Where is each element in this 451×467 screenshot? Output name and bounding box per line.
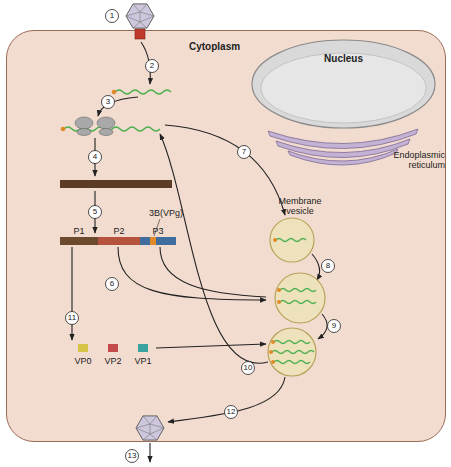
arrow xyxy=(71,247,72,340)
callout-number: 6 xyxy=(104,278,120,290)
cell-body: CytoplasmNucleus xyxy=(6,30,446,442)
viral-rna xyxy=(280,289,316,292)
vpg-dot xyxy=(112,90,117,95)
callout-number: 3 xyxy=(100,96,116,108)
part-label: P3 xyxy=(148,226,168,236)
arrow xyxy=(118,247,266,300)
membrane-vesicles xyxy=(268,218,325,376)
part-label: P2 xyxy=(109,226,129,236)
callout-number: 2 xyxy=(144,60,160,72)
ribosome-subunit xyxy=(77,129,91,136)
callout-number: 11 xyxy=(64,312,80,324)
callout-number: 12 xyxy=(223,406,239,418)
viral-rna xyxy=(272,351,314,354)
vpg-dot xyxy=(61,127,66,132)
part-label: Endoplasmic reticulum xyxy=(375,150,445,170)
callout-circles xyxy=(66,10,341,463)
vpg-dots xyxy=(269,238,281,364)
vpg-dot xyxy=(273,238,277,242)
ribosome-subunit xyxy=(75,117,93,129)
callout-number: 4 xyxy=(87,151,103,163)
arrows xyxy=(72,42,327,462)
virus-particle xyxy=(136,416,164,440)
arrow xyxy=(168,377,285,422)
part-label: P1 xyxy=(69,226,89,236)
part-label: VP0 xyxy=(72,356,94,366)
polyprotein xyxy=(60,180,172,188)
nucleus: Nucleus xyxy=(251,39,436,129)
vpg-dot xyxy=(277,288,281,292)
callout-number: 8 xyxy=(320,260,336,272)
callout-number: 1 xyxy=(104,10,120,22)
p2-segment xyxy=(98,237,140,245)
vpg-dot xyxy=(277,300,281,304)
ribosome-subunit xyxy=(99,129,113,136)
er-membrane xyxy=(288,149,398,165)
receptor xyxy=(135,29,145,39)
vp1-protein xyxy=(138,344,148,352)
vesicle xyxy=(268,328,316,376)
vp2-protein xyxy=(108,344,118,352)
callout-number: 9 xyxy=(326,320,342,332)
callout-number: 7 xyxy=(236,146,252,158)
vesicle xyxy=(270,218,314,262)
callout-number: 13 xyxy=(124,450,140,462)
vpg-segment xyxy=(150,237,156,245)
arrow xyxy=(165,125,285,215)
part-label: Membrane vesicle xyxy=(270,196,330,216)
viral-rna xyxy=(276,239,306,242)
callout-number: 10 xyxy=(240,362,256,374)
vp0-protein xyxy=(78,344,88,352)
p1-segment xyxy=(60,237,98,245)
arrow xyxy=(149,443,150,462)
ribosome xyxy=(75,117,115,136)
replicating-rna xyxy=(272,239,316,364)
vpg-dot xyxy=(269,350,273,354)
organelle-label: Nucleus xyxy=(251,53,436,64)
arrow xyxy=(160,134,268,363)
nucleus-outline xyxy=(251,39,436,129)
p3-segment xyxy=(140,237,176,245)
ribosome-subunit xyxy=(97,117,115,129)
nuclear-envelope xyxy=(252,40,435,128)
arrow xyxy=(160,247,266,297)
callout-number: 5 xyxy=(87,206,103,218)
viral-rna xyxy=(274,341,310,344)
part-label: VP1 xyxy=(132,356,154,366)
compartment-label: Cytoplasm xyxy=(189,41,240,52)
vpg-dot xyxy=(271,360,275,364)
part-label: VP2 xyxy=(102,356,124,366)
vesicle xyxy=(275,273,325,323)
arrow xyxy=(318,314,327,339)
viral-rna xyxy=(274,361,310,364)
arrow xyxy=(156,344,266,348)
virus-particle xyxy=(126,4,154,28)
vpg-dot xyxy=(271,340,275,344)
viral-rna xyxy=(280,301,316,304)
part-label: 3B(VPg) xyxy=(144,208,188,218)
viral-rna xyxy=(115,90,171,94)
